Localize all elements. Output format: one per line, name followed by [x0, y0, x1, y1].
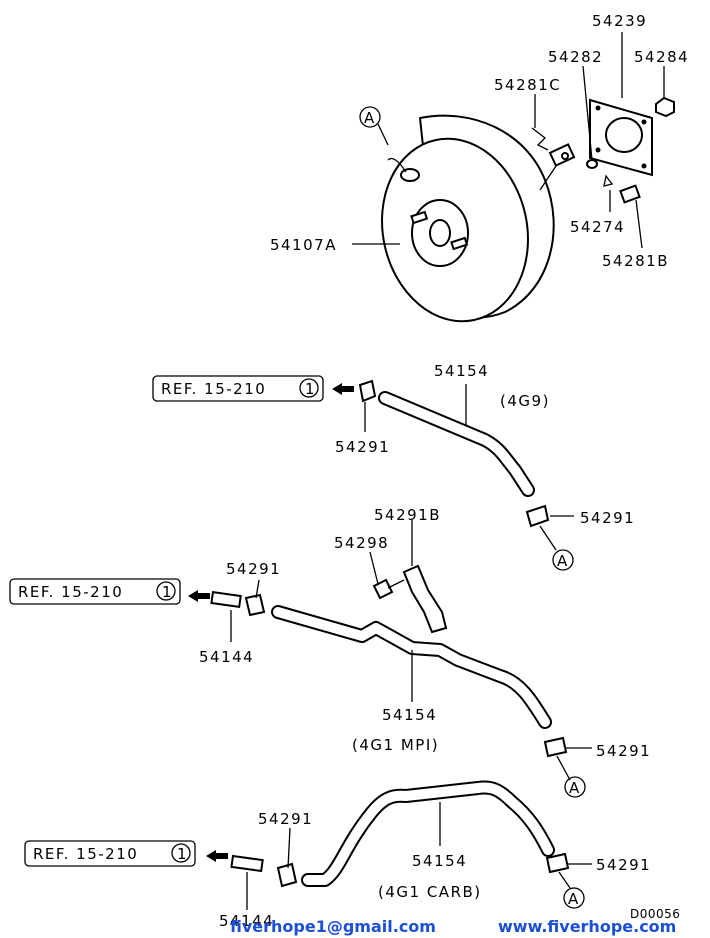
hose-4g9-leaders — [364, 384, 574, 551]
ref-box-3: REF. 15-210 1 — [24, 840, 196, 867]
hose-4g9-drawing — [332, 379, 550, 528]
label-54281c: 54281C — [494, 76, 561, 94]
label-54282: 54282 — [548, 48, 603, 66]
svg-text:1: 1 — [305, 380, 316, 398]
label-variant-4g9: (4G9) — [500, 392, 550, 410]
label-54291-carb-right: 54291 — [596, 856, 651, 874]
svg-text:1: 1 — [177, 845, 188, 863]
hose-4g1-carb-leaders — [246, 802, 592, 910]
label-54291-carb-left: 54291 — [258, 810, 313, 828]
hose-4g1-mpi-drawing — [188, 564, 568, 758]
label-54281b: 54281B — [602, 252, 669, 270]
label-54291-mpi-left: 54291 — [226, 560, 281, 578]
label-54154-mpi: 54154 — [382, 706, 437, 724]
hose-4g1-carb-drawing — [206, 780, 570, 888]
diagram-code: D00056 — [630, 907, 680, 921]
label-54291-4g9-right: 54291 — [580, 509, 635, 527]
label-54239: 54239 — [592, 12, 647, 30]
ref-box-2: REF. 15-210 1 — [9, 578, 181, 605]
svg-text:1: 1 — [162, 583, 173, 601]
label-54291-4g9-left: 54291 — [335, 438, 390, 456]
label-54291-mpi-right: 54291 — [596, 742, 651, 760]
label-54274: 54274 — [570, 218, 625, 236]
label-54154-carb: 54154 — [412, 852, 467, 870]
svg-text:A: A — [569, 779, 581, 797]
label-54291b: 54291B — [374, 506, 441, 524]
svg-text:REF. 15-210: REF. 15-210 — [161, 380, 266, 398]
label-variant-4g1-mpi: (4G1 MPI) — [352, 736, 439, 754]
svg-text:REF. 15-210: REF. 15-210 — [18, 583, 123, 601]
booster-leader-lines — [352, 32, 665, 249]
label-54298: 54298 — [334, 534, 389, 552]
svg-text:A: A — [557, 552, 569, 570]
marker-a-mpi: A — [564, 776, 586, 798]
marker-a-4g9: A — [552, 549, 574, 571]
label-54154-4g9: 54154 — [434, 362, 489, 380]
ref-box-1: REF. 15-210 1 — [152, 375, 324, 402]
label-54144-carb: 54144 — [219, 912, 274, 930]
label-variant-4g1-carb: (4G1 CARB) — [378, 883, 482, 901]
hose-4g1-mpi-leaders — [230, 520, 592, 781]
brake-booster-drawing — [381, 96, 675, 323]
label-54144-mpi: 54144 — [199, 648, 254, 666]
marker-a-carb: A — [563, 887, 585, 909]
watermark-website: www.fiverhope.com — [498, 917, 676, 936]
svg-text:A: A — [364, 109, 376, 127]
label-54284: 54284 — [634, 48, 689, 66]
svg-text:A: A — [568, 890, 580, 908]
watermark-email: fiverhope1@gmail.com — [230, 917, 436, 936]
label-54107a: 54107A — [270, 236, 337, 254]
marker-a-booster: A — [359, 106, 381, 128]
svg-text:REF. 15-210: REF. 15-210 — [33, 845, 138, 863]
